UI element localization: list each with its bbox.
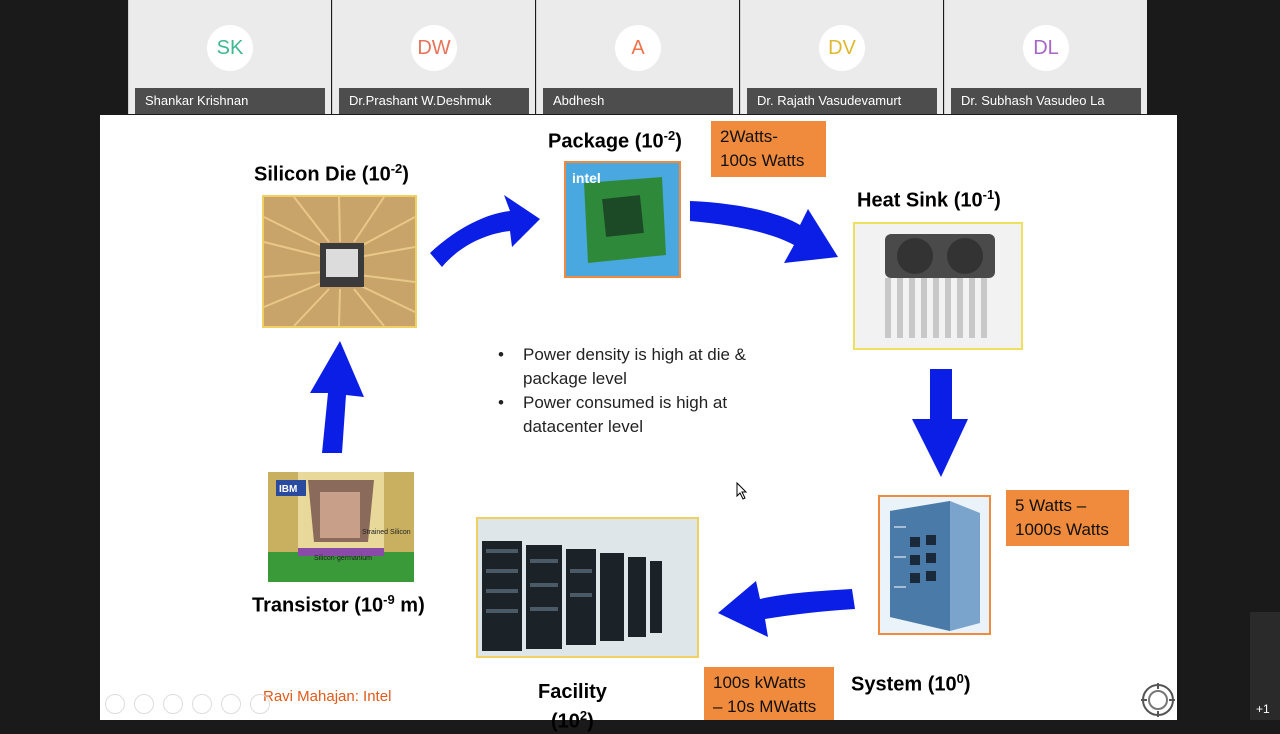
slides-view-button[interactable] (192, 694, 212, 714)
transistor-image: IBM Strained Silicon Silicon-germanium (268, 472, 414, 582)
participant-name: Dr.Prashant W.Deshmuk (339, 88, 529, 114)
transistor-brand-text: IBM (279, 484, 297, 495)
overflow-count: +1 (1256, 702, 1270, 716)
mouse-cursor-icon (736, 481, 748, 500)
transistor-label: Transistor (10-9 m) (252, 592, 425, 617)
arrow-heatsink-to-system (912, 369, 968, 477)
arrow-package-to-heatsink (690, 201, 838, 263)
avatar: DL (1023, 25, 1069, 71)
silicon-die-image (262, 195, 417, 328)
participant-strip: SK Shankar Krishnan DW Dr.Prashant W.Des… (128, 0, 1149, 114)
arrow-transistor-to-die (310, 341, 364, 453)
more-options-button[interactable] (250, 694, 270, 714)
participant-tile[interactable]: DV Dr. Rajath Vasudevamurt (740, 0, 943, 114)
heat-sink-image (853, 222, 1023, 350)
package-power-badge: 2Watts- 100s Watts (711, 121, 826, 177)
institute-logo-icon (1141, 683, 1175, 717)
prev-slide-button[interactable] (105, 694, 125, 714)
arrow-system-to-facility (718, 581, 855, 637)
system-image (878, 495, 991, 635)
facility-image (476, 517, 699, 658)
next-slide-button[interactable] (134, 694, 154, 714)
pen-tool-button[interactable] (163, 694, 183, 714)
participant-tile[interactable]: DW Dr.Prashant W.Deshmuk (332, 0, 535, 114)
source-credit: Ravi Mahajan: Intel (263, 688, 392, 705)
package-label: Package (10-2) (548, 128, 682, 153)
participant-name: Dr. Rajath Vasudevamurt (747, 88, 937, 114)
bullet-list: •Power density is high at die & package … (498, 343, 758, 439)
avatar: DW (411, 25, 457, 71)
package-image: intel (564, 161, 681, 278)
participant-name: Dr. Subhash Vasudeo La (951, 88, 1141, 114)
shared-slide: Silicon Die (10-2) Package (10-2) intel … (100, 115, 1177, 733)
participant-name: Abdhesh (543, 88, 733, 114)
zoom-button[interactable] (221, 694, 241, 714)
strained-silicon-tag: Strained Silicon (362, 529, 411, 536)
arrow-die-to-package (430, 195, 540, 267)
avatar: DV (819, 25, 865, 71)
more-participants-button[interactable]: +1 (1250, 612, 1280, 720)
facility-label: Facility (102) (538, 681, 607, 733)
avatar: SK (207, 25, 253, 71)
facility-power-badge: 100s kWatts – 10s MWatts (704, 667, 834, 720)
participant-tile[interactable]: DL Dr. Subhash Vasudeo La (944, 0, 1147, 114)
system-label: System (100) (851, 671, 971, 696)
bullet-item: •Power consumed is high at datacenter le… (498, 393, 728, 436)
heat-sink-label: Heat Sink (10-1) (857, 187, 1001, 212)
avatar: A (615, 25, 661, 71)
cycle-arrows (310, 195, 968, 637)
participant-tile[interactable]: A Abdhesh (536, 0, 739, 114)
system-power-badge: 5 Watts – 1000s Watts (1006, 490, 1129, 546)
silicon-die-label: Silicon Die (10-2) (254, 161, 409, 186)
package-brand-text: intel (572, 170, 601, 186)
participant-tile[interactable]: SK Shankar Krishnan (128, 0, 331, 114)
silicon-germanium-tag: Silicon-germanium (314, 555, 372, 562)
participant-name: Shankar Krishnan (135, 88, 325, 114)
bullet-item: •Power density is high at die & package … (498, 345, 747, 388)
